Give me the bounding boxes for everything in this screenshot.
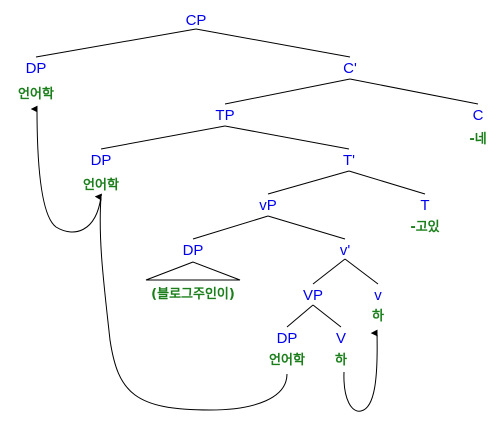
movement-arrows (30, 105, 378, 412)
movement-arrow-spec-tp-to-spec-cp (30, 105, 102, 233)
branch-tbar-vp (267, 170, 350, 195)
word-v-head: 하 (335, 352, 347, 368)
node-v-head: V (336, 330, 346, 347)
word-small-v-head: 하 (372, 308, 384, 324)
node-t-bar: T' (343, 152, 355, 169)
node-small-vp: vP (259, 197, 277, 214)
branch-vp-verb (312, 304, 342, 328)
word-c-head: -네 (469, 131, 486, 147)
node-dp-spec-tp: DP (91, 152, 112, 169)
movement-arrow-object-to-spec-tp (94, 193, 288, 411)
node-c-head: C (473, 107, 484, 124)
node-dp-object: DP (277, 330, 298, 347)
branch-vbar-vp (312, 258, 346, 285)
node-t-head: T (420, 197, 429, 214)
branch-vp-dp (192, 215, 269, 240)
node-small-v-head: v (374, 287, 382, 304)
tree-branches (35, 28, 479, 328)
branch-vbar-v (344, 258, 379, 285)
node-vp: VP (303, 287, 323, 304)
node-dp-spec-cp: DP (26, 60, 47, 77)
branch-tbar-t (348, 170, 426, 195)
branch-vp-vbar (267, 215, 346, 240)
branch-vp-object (286, 304, 314, 328)
branch-tp-dp (100, 125, 226, 150)
movement-arrow-verb-to-small-v (343, 329, 378, 412)
branch-tp-tbar (224, 125, 350, 150)
word-spec-cp: 언어학 (18, 86, 54, 102)
node-labels: CP DP C' TP C DP T' vP T DP v' VP v DP V (26, 12, 484, 347)
node-small-v-bar: v' (340, 242, 351, 259)
node-c-bar: C' (343, 60, 357, 77)
node-tp: TP (215, 107, 234, 124)
branch-cbar-tp (224, 78, 351, 105)
word-t-head: -고있 (410, 220, 439, 235)
word-subject: (블로그주인이) (151, 286, 235, 302)
branch-cp-cbar (195, 28, 351, 58)
subject-triangle (145, 261, 241, 281)
node-dp-subject: DP (183, 242, 204, 259)
branch-cbar-c (349, 78, 479, 105)
word-spec-tp: 언어학 (83, 177, 119, 193)
branch-cp-dp (35, 28, 197, 58)
lexical-items: 언어학 -네 언어학 -고있 (블로그주인이) 하 언어학 하 (18, 86, 487, 368)
node-cp: CP (186, 12, 207, 29)
word-object: 언어학 (269, 352, 305, 368)
